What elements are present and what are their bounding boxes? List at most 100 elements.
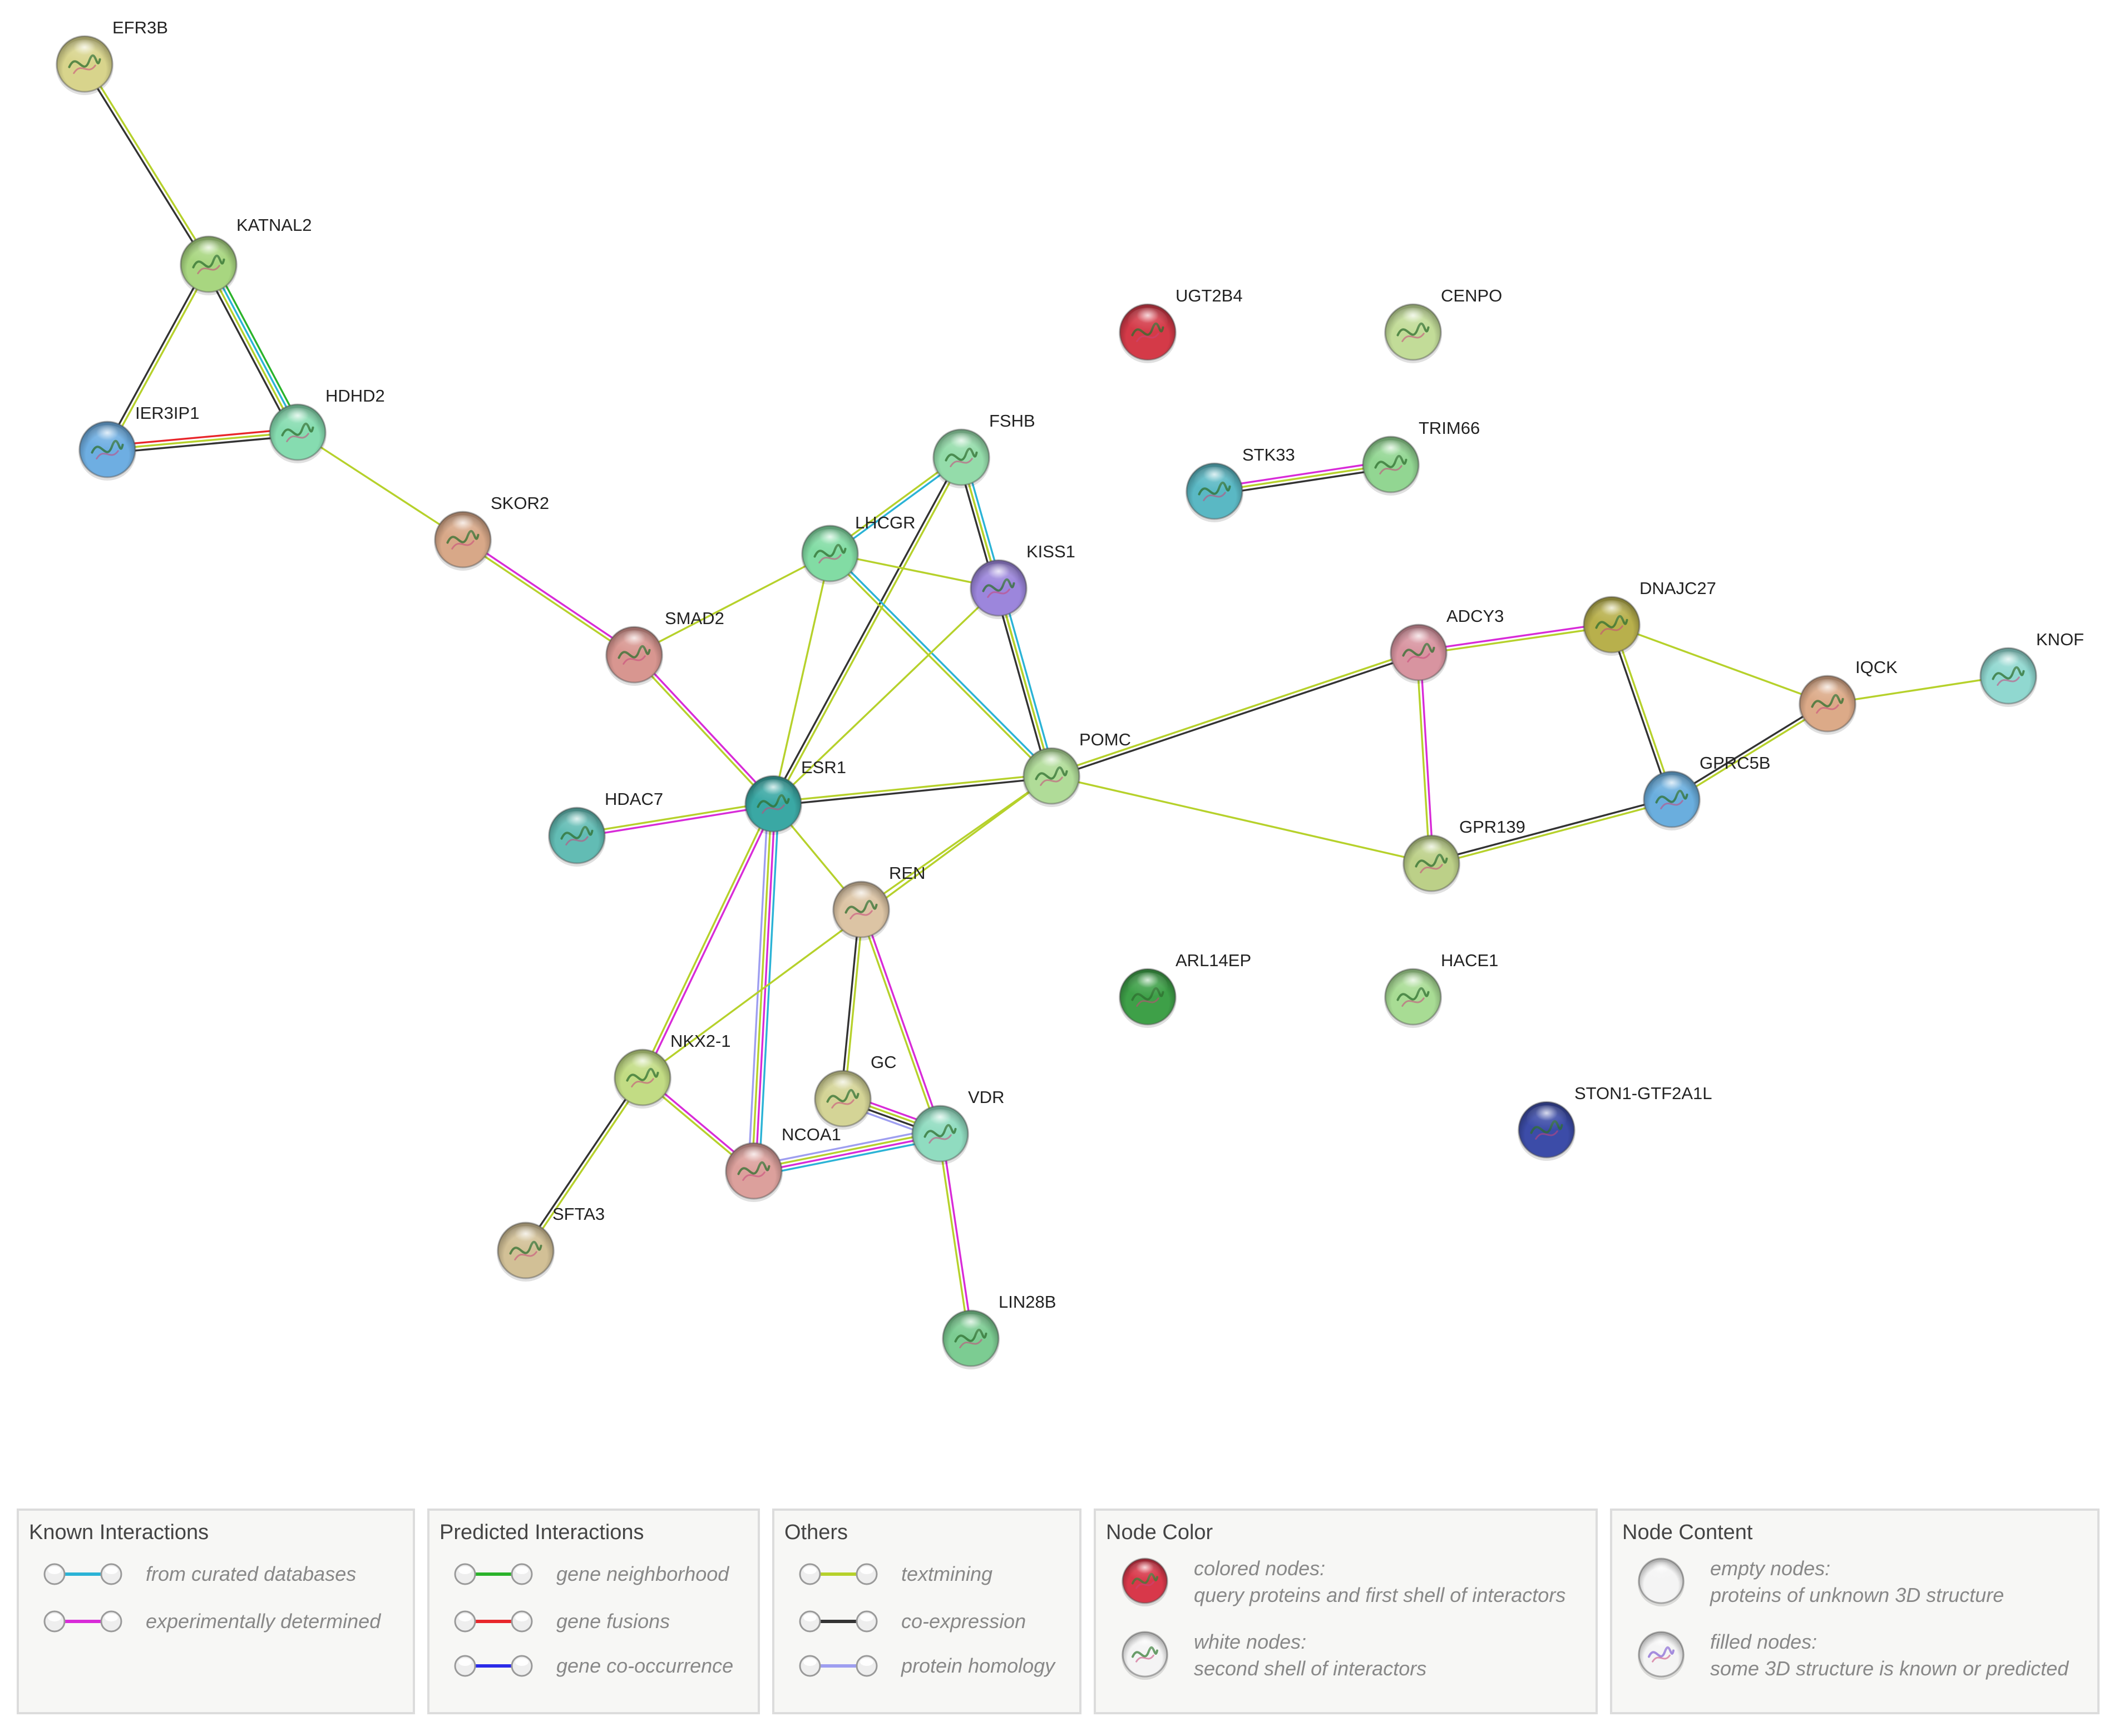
node-gloss xyxy=(1371,440,1411,468)
node-iqck[interactable]: IQCK xyxy=(1799,657,1898,735)
node-sfta3[interactable]: SFTA3 xyxy=(497,1204,605,1282)
node-gloss xyxy=(753,779,793,807)
edge-sample-icon xyxy=(454,1563,533,1585)
node-efr3b[interactable]: EFR3B xyxy=(56,18,168,95)
node-gprc5b[interactable]: GPRC5B xyxy=(1643,753,1770,830)
edge-DNAJC27-GPRC5B[interactable] xyxy=(1609,624,1675,800)
edge-ADCY3-GPR139[interactable] xyxy=(1416,652,1434,864)
edge-line-textmining xyxy=(858,909,940,1135)
node-gpr139[interactable]: GPR139 xyxy=(1402,817,1525,894)
node-arl14ep[interactable]: ARL14EP xyxy=(1119,951,1251,1028)
legend-item-fusion: gene fusions xyxy=(452,1608,670,1635)
node-vdr[interactable]: VDR xyxy=(911,1087,1004,1165)
edge-HDHD2-SKOR2[interactable] xyxy=(297,431,463,541)
node-gloss xyxy=(823,1074,863,1102)
edge-line-textmining xyxy=(1416,652,1431,864)
edge-NKX2-1-SFTA3[interactable] xyxy=(523,1076,645,1252)
node-ier3ip1[interactable]: IER3IP1 xyxy=(78,403,199,481)
node-stk33[interactable]: STK33 xyxy=(1186,445,1295,522)
edge-REN-GC[interactable] xyxy=(840,909,864,1099)
legend-description: proteins of unknown 3D structure xyxy=(1710,1584,2004,1606)
legend-label: gene co-occurrence xyxy=(556,1654,734,1677)
edge-LHCGR-ESR1[interactable] xyxy=(772,553,831,804)
legend-description: query proteins and first shell of intera… xyxy=(1194,1584,1566,1606)
node-gloss xyxy=(920,1109,960,1137)
edge-POMC-ADCY3[interactable] xyxy=(1050,650,1420,779)
edge-EFR3B-KATNAL2[interactable] xyxy=(82,62,211,266)
node-nkx2-1[interactable]: NKX2-1 xyxy=(614,1031,731,1109)
legend-text-block: white nodes: second shell of interactors xyxy=(1194,1629,1426,1682)
edge-LHCGR-KISS1[interactable] xyxy=(829,552,999,589)
node-ston1-gtf2a1l[interactable]: STON1-GTF2A1L xyxy=(1518,1084,1712,1161)
node-knof[interactable]: KNOF xyxy=(1979,630,2084,707)
node-pomc[interactable]: POMC xyxy=(1023,730,1131,807)
edge-KISS1-POMC[interactable] xyxy=(994,586,1056,778)
edge-GPRC5B-GPR139[interactable] xyxy=(1430,797,1673,866)
structure-icon xyxy=(1420,864,1443,873)
node-label: STK33 xyxy=(1242,445,1295,464)
edge-ESR1-HDAC7[interactable] xyxy=(576,801,774,838)
edge-DNAJC27-IQCK[interactable] xyxy=(1611,624,1828,705)
edge-FSHB-ESR1[interactable] xyxy=(770,456,964,805)
node-gc[interactable]: GC xyxy=(814,1052,897,1130)
structure-icon xyxy=(742,1171,765,1181)
edge-line-coexpression xyxy=(105,263,208,449)
edge-ESR1-NKX2-1[interactable] xyxy=(640,802,776,1079)
node-lin28b[interactable]: LIN28B xyxy=(942,1292,1056,1369)
node-gloss xyxy=(810,529,850,557)
node-skor2[interactable]: SKOR2 xyxy=(434,493,549,571)
edge-line-coexpression xyxy=(773,776,1052,807)
node-cenpo[interactable]: CENPO xyxy=(1384,286,1502,363)
node-trim66[interactable]: TRIM66 xyxy=(1362,418,1480,496)
edge-line-experimental xyxy=(1418,622,1612,652)
node-gloss xyxy=(506,1226,546,1254)
node-fshb[interactable]: FSHB xyxy=(932,411,1035,488)
node-katnal2[interactable]: KATNAL2 xyxy=(180,215,312,295)
node-smad2[interactable]: SMAD2 xyxy=(605,609,724,686)
edge-KATNAL2-IER3IP1[interactable] xyxy=(105,263,211,451)
structure-icon xyxy=(451,540,475,550)
node-ncoa1[interactable]: NCOA1 xyxy=(725,1125,841,1202)
edge-IQCK-KNOF[interactable] xyxy=(1827,675,2009,705)
node-esr1[interactable]: ESR1 xyxy=(744,758,846,835)
edge-SMAD2-ESR1[interactable] xyxy=(632,652,776,806)
node-gloss xyxy=(941,433,981,461)
node-gloss xyxy=(1645,1634,1677,1657)
edge-line-textmining xyxy=(1051,775,1432,864)
node-hace1[interactable]: HACE1 xyxy=(1384,951,1498,1028)
node-ugt2b4[interactable]: UGT2B4 xyxy=(1119,286,1243,363)
edge-LHCGR-POMC[interactable] xyxy=(828,551,1054,778)
legend-title: Node Content xyxy=(1622,1521,1753,1544)
edge-SMAD2-LHCGR[interactable] xyxy=(634,552,831,656)
edge-KATNAL2-HDHD2[interactable] xyxy=(202,261,304,436)
node-label: DNAJC27 xyxy=(1639,578,1716,598)
node-adcy3[interactable]: ADCY3 xyxy=(1390,606,1504,684)
edge-sample-icon xyxy=(43,1563,122,1585)
edge-REN-VDR[interactable] xyxy=(858,908,943,1135)
node-ren[interactable]: REN xyxy=(832,863,925,941)
edge-ESR1-POMC[interactable] xyxy=(773,773,1052,807)
edge-VDR-NCOA1[interactable] xyxy=(752,1127,942,1178)
edge-sample-icon xyxy=(43,1610,122,1633)
edge-IER3IP1-HDHD2[interactable] xyxy=(107,427,298,454)
edge-POMC-GPR139[interactable] xyxy=(1051,775,1432,864)
node-kiss1[interactable]: KISS1 xyxy=(970,542,1075,619)
node-gloss xyxy=(443,515,483,543)
edge-IQCK-GPRC5B[interactable] xyxy=(1670,701,1829,802)
edge-line-experimental xyxy=(941,1133,974,1338)
edge-line-coexpression xyxy=(523,1076,642,1250)
edge-SKOR2-SMAD2[interactable] xyxy=(461,537,636,657)
node-dnajc27[interactable]: DNAJC27 xyxy=(1583,578,1716,656)
node-label: NCOA1 xyxy=(782,1125,841,1144)
edge-STK33-TRIM66[interactable] xyxy=(1213,459,1392,496)
node-lhcgr[interactable]: LHCGR xyxy=(801,513,916,585)
legend-node-content: Node Content empty nodes: proteins of un… xyxy=(1610,1509,2100,1714)
structure-icon xyxy=(849,910,873,919)
edge-KISS1-ESR1[interactable] xyxy=(772,587,1000,805)
sample-gloss xyxy=(803,1614,817,1621)
edge-line-coexpression xyxy=(840,909,861,1099)
node-hdac7[interactable]: HDAC7 xyxy=(548,789,663,867)
edge-ADCY3-DNAJC27[interactable] xyxy=(1418,622,1612,655)
edge-VDR-LIN28B[interactable] xyxy=(937,1133,974,1339)
node-hdhd2[interactable]: HDHD2 xyxy=(269,386,385,463)
